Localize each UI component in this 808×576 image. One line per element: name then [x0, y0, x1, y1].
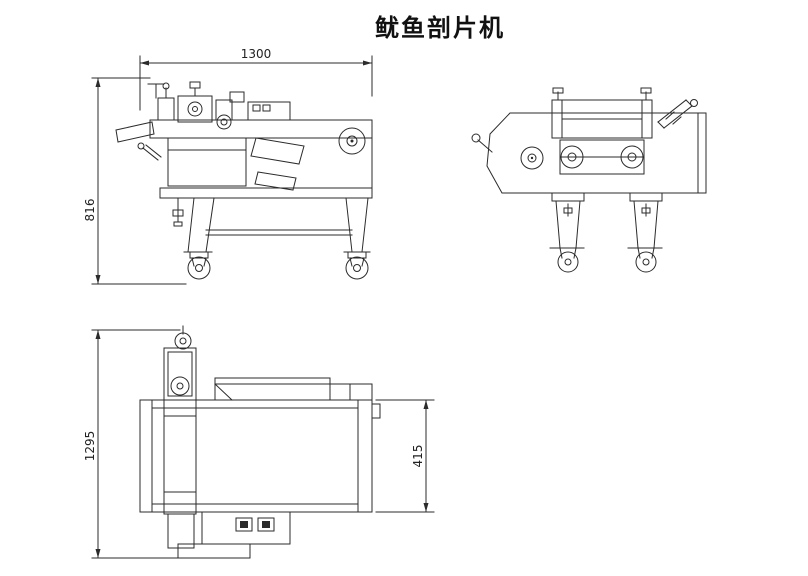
drawing-title: 鱿鱼剖片机: [375, 15, 505, 42]
plan-view-drawing: 1295 415: [83, 325, 435, 559]
front-view-drawing: 1300 816: [83, 47, 373, 285]
end-view-drawing: [471, 87, 707, 273]
dim-length-1295: 1295: [83, 329, 185, 559]
dim-label-415: 415: [411, 445, 425, 468]
dim-label-1295: 1295: [83, 431, 97, 462]
dim-label-816: 816: [83, 199, 97, 222]
dim-label-1300: 1300: [241, 47, 272, 61]
dim-height-816: 816: [83, 77, 187, 285]
dim-width-1300: 1300: [139, 47, 373, 111]
dim-belt-415: 415: [375, 399, 435, 513]
